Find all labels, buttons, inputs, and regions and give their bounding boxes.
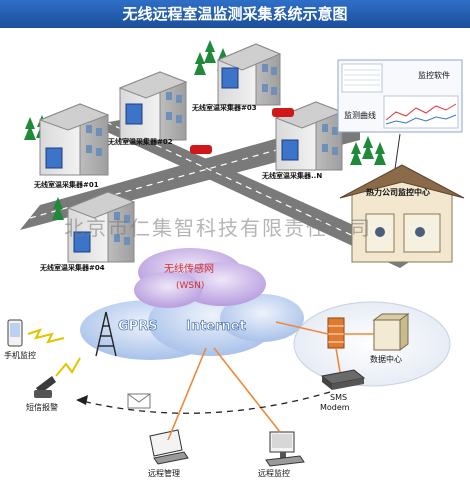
label-collector-02: 无线室温采集器#02 [107,137,173,146]
envelope-icon [127,393,151,409]
wireless-links [27,328,81,377]
label-monitor-curve: 监测曲线 [344,110,376,120]
monitor-software-screen [337,59,463,191]
watermark-text: 北京市仁集智科技有限责任公司 [64,216,372,240]
network-links [167,321,341,441]
label-collector-04: 无线室温采集器#04 [39,263,105,272]
label-wireless-net: 无线传感网 [164,262,214,275]
sms-alarm-path [77,391,331,414]
label-gprs: GPRS [118,319,158,334]
diagram-title: 无线远程室温监测采集系统示意图 [0,0,470,28]
laptop-remote-manage-icon [149,429,189,465]
sms-alarm-arrowhead [76,395,88,405]
label-phone-monitor: 手机监控 [4,350,36,360]
sms-modem-icon [320,369,366,390]
label-collector-01: 无线室温采集器#01 [33,180,99,189]
building-02-icon [118,71,188,141]
label-sms-modem-2: Modem [320,403,350,412]
data-center-area [293,301,451,387]
mobile-phone-icon [7,319,23,347]
label-heat-center: 热力公司监控中心 [366,187,430,197]
label-internet: Internet [186,319,246,334]
building-n-icon [274,101,344,171]
label-sms-modem-1: SMS [330,393,347,402]
car-icon [190,108,294,154]
gprs-tower-icon [95,311,117,357]
desktop-remote-monitor-icon [265,431,305,467]
building-03-icon [216,43,282,106]
label-monitor-software: 监控软件 [418,70,450,80]
building-04-icon [66,191,136,263]
sms-phone-icon [34,376,56,398]
heating-company-house-icon [339,164,465,263]
building-01-icon [38,103,110,176]
label-data-center: 数据中心 [370,354,402,364]
label-collector-n: 无线室温采集器..N [261,171,322,180]
label-sms-alarm: 短信报警 [26,402,58,412]
label-remote-manage: 远程管理 [148,468,180,478]
wireless-sensor-network-cloud [134,248,266,308]
label-wsn: (WSN) [176,281,204,291]
label-remote-monitor: 远程监控 [258,468,290,478]
label-collector-03: 无线室温采集器#03 [191,103,257,112]
